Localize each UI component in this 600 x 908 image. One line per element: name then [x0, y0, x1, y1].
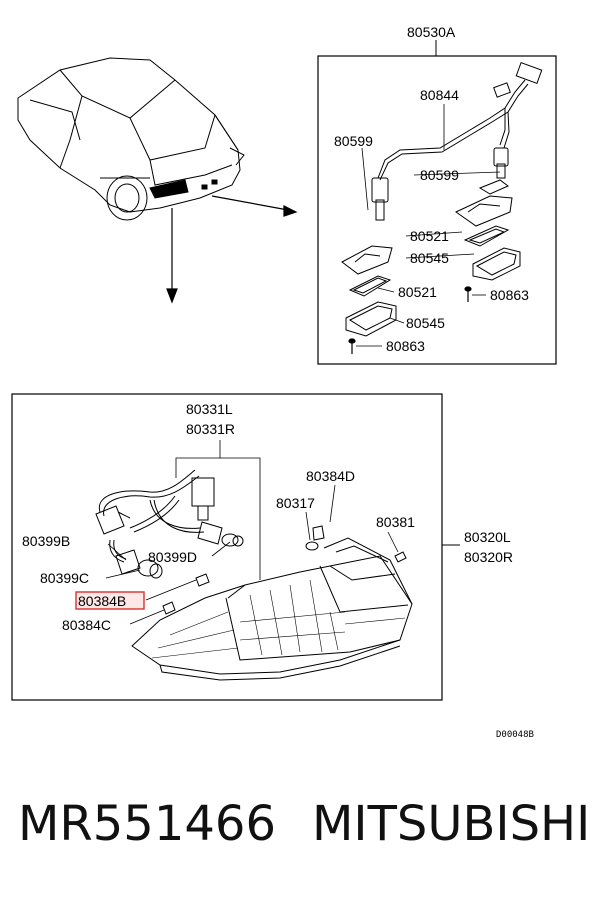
license-lamp-parts — [341, 179, 521, 337]
label-80521-b: 80521 — [398, 284, 437, 300]
socket-harness-bracket — [175, 440, 261, 580]
label-80331r: 80331R — [186, 421, 235, 437]
highlight-80384b — [75, 591, 145, 610]
label-80844: 80844 — [420, 87, 459, 103]
label-80384d: 80384D — [306, 468, 355, 484]
upper-parts-box: 80530A 80844 80599 80599 80521 80545 805… — [317, 24, 557, 365]
upper-leader-lines — [356, 104, 501, 347]
label-80384c: 80384C — [62, 617, 111, 633]
label-80863-a: 80863 — [490, 287, 529, 303]
wiring-harness-80844 — [371, 62, 543, 221]
footer: MR551466 MITSUBISHI — [0, 796, 600, 876]
label-80530a: 80530A — [407, 24, 456, 40]
label-80545-b: 80545 — [406, 315, 445, 331]
label-80599-a: 80599 — [334, 133, 373, 149]
brand-name: MITSUBISHI — [312, 796, 591, 852]
label-80320l: 80320L — [464, 529, 511, 545]
label-80399c: 80399C — [40, 570, 89, 586]
part-number: MR551466 — [18, 796, 276, 852]
tail-lamp-80320 — [131, 537, 413, 681]
label-80317: 80317 — [276, 495, 315, 511]
socket-harness-80331 — [95, 469, 239, 577]
label-80521-a: 80521 — [410, 228, 449, 244]
lower-leader-lines — [105, 484, 399, 625]
label-80320r: 80320R — [464, 549, 513, 565]
fasteners — [162, 525, 407, 615]
parts-diagram: 80530A 80844 80599 80599 80521 80545 805… — [11, 24, 557, 740]
lower-parts-box: 80331L 80331R 80384D 80317 80381 80320L … — [11, 393, 513, 701]
label-80381: 80381 — [376, 514, 415, 530]
label-80399b: 80399B — [22, 533, 70, 549]
label-80863-b: 80863 — [386, 338, 425, 354]
label-80399d: 80399D — [148, 549, 197, 565]
label-80331l: 80331L — [186, 401, 233, 417]
screws-80863 — [348, 286, 472, 354]
callout-arrows — [166, 195, 298, 304]
car-rear-illustration — [17, 57, 245, 221]
label-80545-a: 80545 — [410, 250, 449, 266]
bulbs — [149, 535, 244, 579]
label-80599-b: 80599 — [420, 167, 459, 183]
diagram-code: D00048B — [496, 730, 534, 740]
label-80384b: 80384B — [78, 593, 126, 609]
